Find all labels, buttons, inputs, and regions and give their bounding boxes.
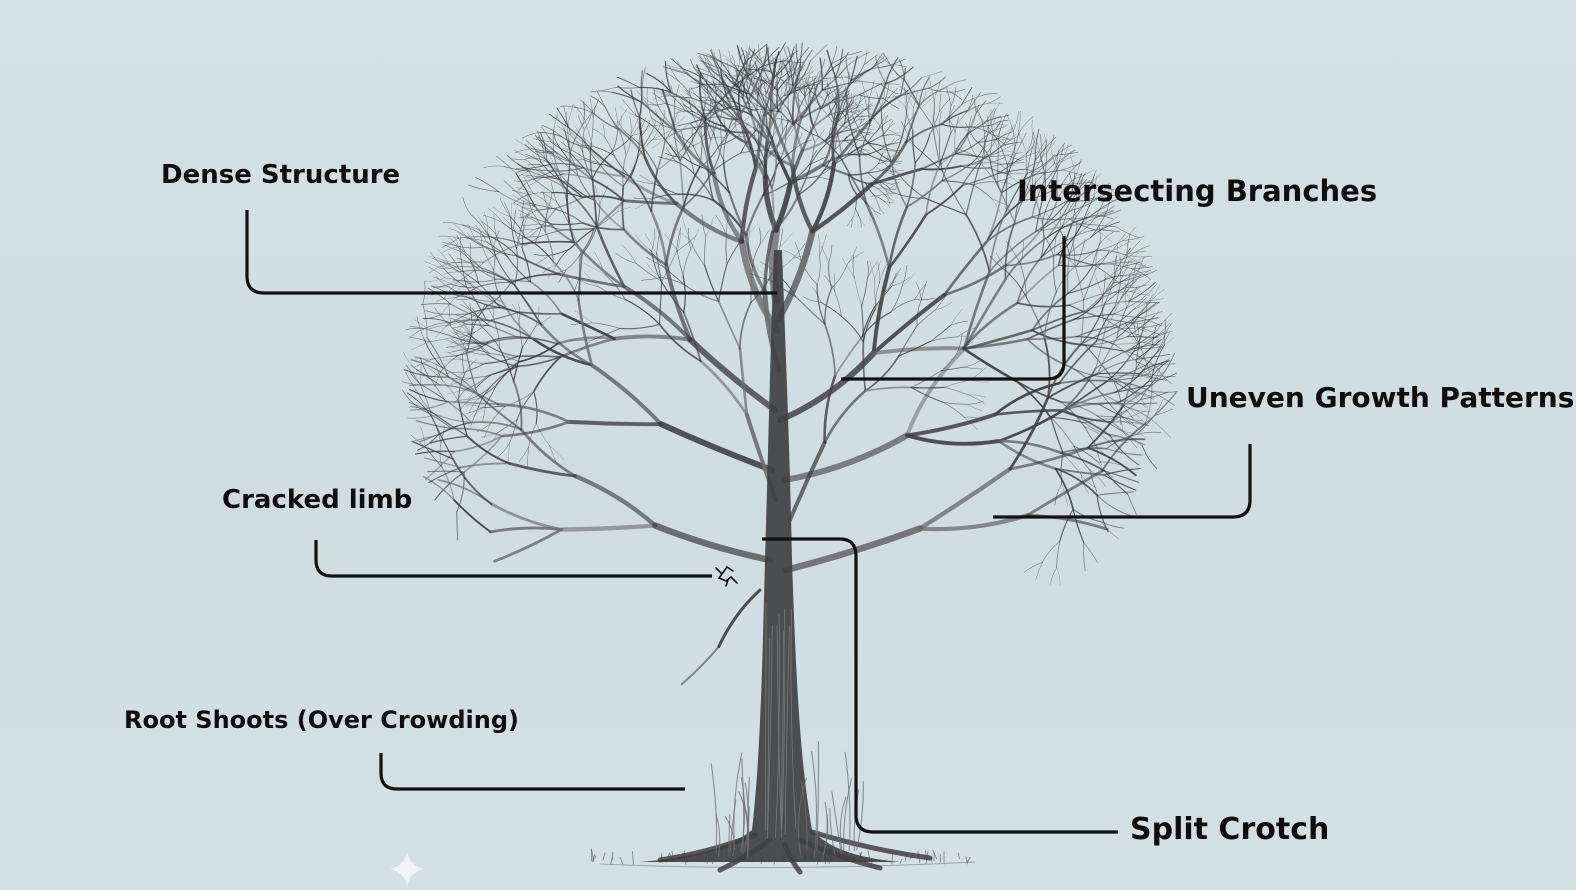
leader-line-uneven-growth <box>993 444 1252 519</box>
label-dense-structure: Dense Structure <box>161 160 401 190</box>
leader-line-dense-structure <box>245 210 777 295</box>
tree-branches <box>401 42 1179 686</box>
leader-line-intersecting-branches <box>841 236 1066 381</box>
label-cracked-limb: Cracked limb <box>222 485 413 515</box>
label-intersecting-branches: Intersecting Branches <box>1017 174 1378 208</box>
leader-line-split-crotch <box>762 537 1118 834</box>
tree-trunk <box>640 250 933 875</box>
leader-lines <box>245 210 1252 834</box>
leader-line-cracked-limb <box>314 540 712 578</box>
label-root-shoots: Root Shoots (Over Crowding) <box>124 706 519 734</box>
leader-line-root-shoots <box>379 753 685 791</box>
crack-mark <box>715 565 738 587</box>
label-split-crotch: Split Crotch <box>1130 812 1330 847</box>
label-uneven-growth-patterns: Uneven Growth Patterns <box>1186 381 1575 414</box>
sparkle-icon <box>390 852 424 886</box>
root-shoots <box>710 741 864 858</box>
